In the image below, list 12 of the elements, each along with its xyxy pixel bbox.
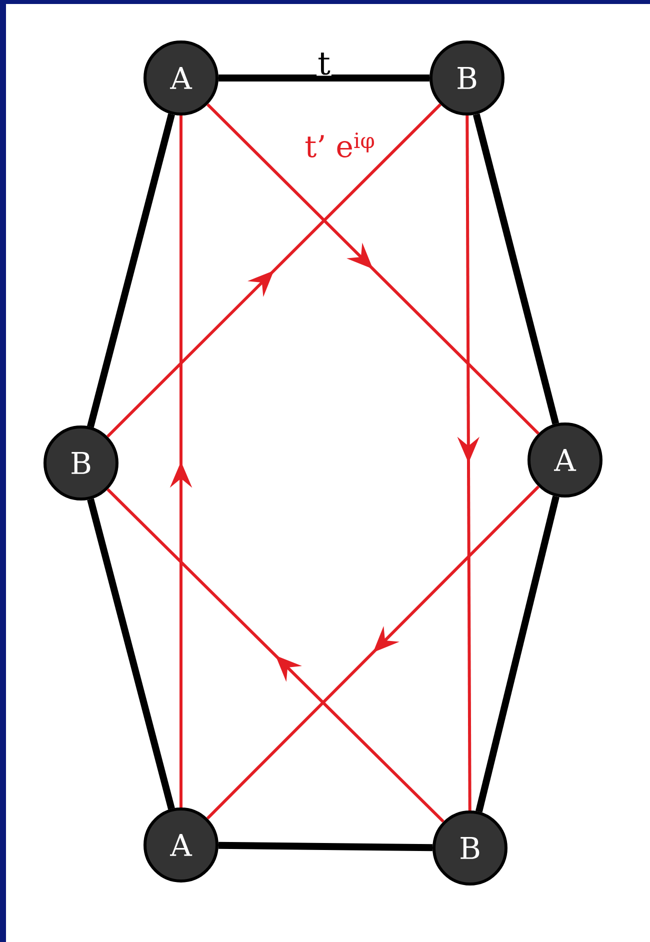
arrow-line <box>206 485 540 820</box>
arrow-line <box>106 488 444 823</box>
connector-line <box>87 113 175 428</box>
connector-line <box>472 113 560 425</box>
arrow-line <box>106 103 442 438</box>
hopping-label: t’ e$^{iφ}$ <box>304 132 376 158</box>
arrow-line <box>206 103 540 435</box>
edge-label: t <box>316 52 332 76</box>
connector-line <box>218 74 430 82</box>
connector-line <box>87 498 175 810</box>
connector-line <box>218 842 433 852</box>
connector-line <box>476 496 560 812</box>
